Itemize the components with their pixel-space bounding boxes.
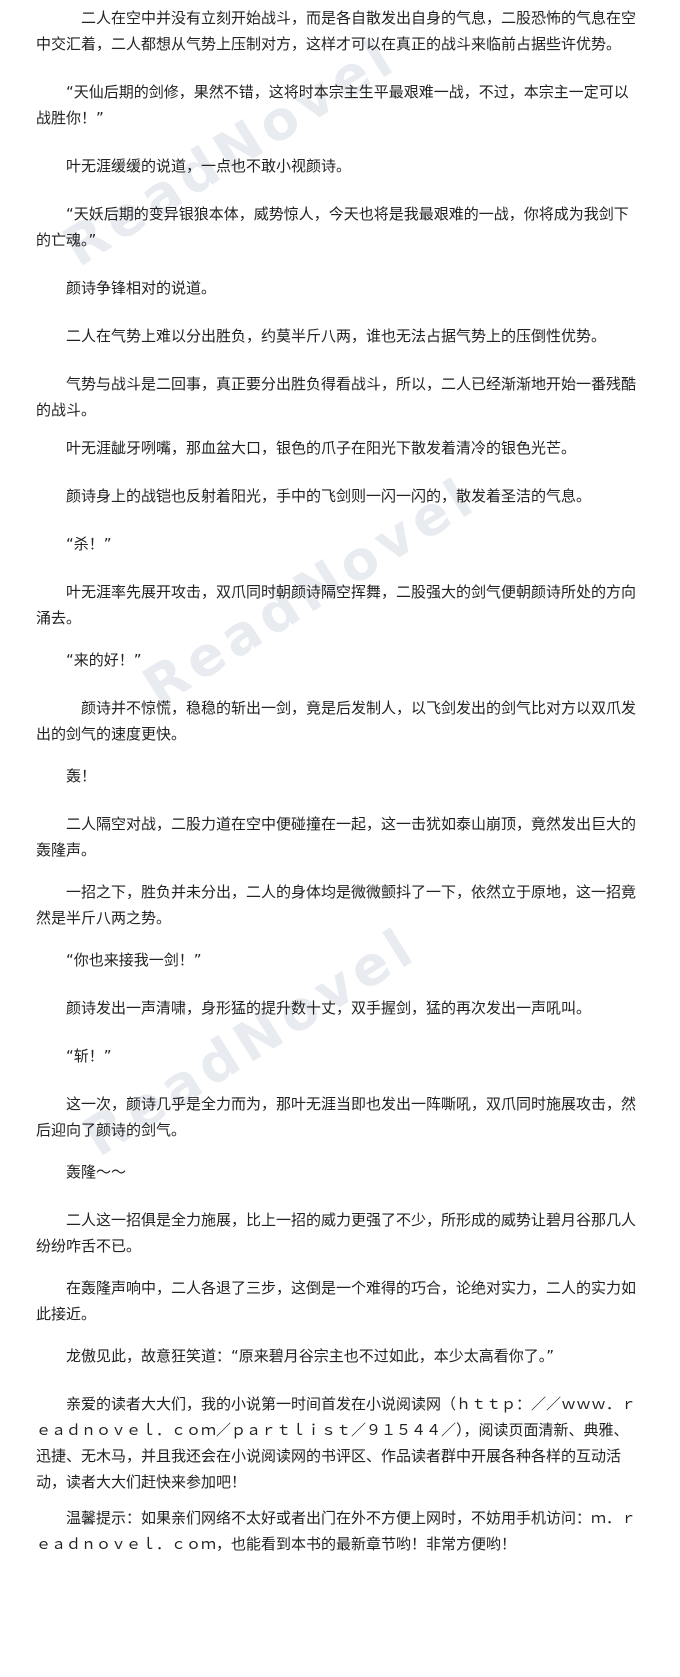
paragraph: “天仙后期的剑修，果然不错，这将时本宗主生平最艰难一战，不过，本宗主一定可以战胜…: [36, 83, 629, 127]
paragraph: 叶无涯缓缓的说道，一点也不敢小视颜诗。: [66, 157, 352, 175]
paragraph: 亲爱的读者大大们，我的小说第一时间首发在小说阅读网（ｈｔｔｐ：／／ｗｗｗ．ｒｅａ…: [36, 1395, 637, 1491]
paragraph: 这一次，颜诗几乎是全力而为，那叶无涯当即也发出一阵嘶吼，双爪同时施展攻击，然后迎…: [36, 1095, 637, 1139]
paragraph: 叶无涯龇牙咧嘴，那血盆大口，银色的爪子在阳光下散发着清冷的银色光芒。: [66, 439, 577, 457]
paragraph: 二人隔空对战，二股力道在空中便碰撞在一起，这一击犹如泰山崩顶，竟然发出巨大的轰隆…: [36, 815, 637, 859]
paragraph: “来的好！”: [66, 651, 142, 669]
paragraph: 在轰隆声响中，二人各退了三步，这倒是一个难得的巧合，论绝对实力，二人的实力如此接…: [36, 1279, 637, 1323]
paragraph: 温馨提示：如果亲们网络不太好或者出门在外不方便上网时，不妨用手机访问：ｍ．ｒｅａ…: [36, 1509, 637, 1553]
paragraph: “你也来接我一剑！”: [66, 951, 202, 969]
paragraph: 气势与战斗是二回事，真正要分出胜负得看战斗，所以，二人已经渐渐地开始一番残酷的战…: [36, 375, 637, 419]
paragraph: 颜诗争锋相对的说道。: [66, 279, 217, 297]
paragraph: 叶无涯率先展开攻击，双爪同时朝颜诗隔空挥舞，二股强大的剑气便朝颜诗所处的方向涌去…: [36, 583, 637, 627]
paragraph: 二人在空中并没有立刻开始战斗，而是各自散发出自身的气息，二股恐怖的气息在空中交汇…: [36, 9, 637, 53]
paragraph: 颜诗身上的战铠也反射着阳光，手中的飞剑则一闪一闪的，散发着圣洁的气息。: [66, 487, 592, 505]
paragraph: 轰！: [66, 767, 97, 785]
paragraph: 轰隆～～: [66, 1163, 127, 1181]
paragraph: “杀！”: [66, 535, 112, 553]
paragraph: 龙傲见此，故意狂笑道：“原来碧月谷宗主也不过如此，本少太高看你了。”: [66, 1347, 555, 1365]
paragraph: 一招之下，胜负并未分出，二人的身体均是微微颤抖了一下，依然立于原地，这一招竟然是…: [36, 883, 637, 927]
paragraph: “天妖后期的变异银狼本体，威势惊人，今天也将是我最艰难的一战，你将成为我剑下的亡…: [36, 205, 629, 249]
paragraph: 颜诗发出一声清啸，身形猛的提升数十丈，双手握剑，猛的再次发出一声吼叫。: [66, 999, 592, 1017]
paragraph: 颜诗并不惊慌，稳稳的斩出一剑，竟是后发制人，以飞剑发出的剑气比对方以双爪发出的剑…: [36, 699, 637, 743]
paragraph: 二人在气势上难以分出胜负，约莫半斤八两，谁也无法占据气势上的压倒性优势。: [66, 327, 607, 345]
paragraph: “斩！”: [66, 1047, 112, 1065]
paragraph: 二人这一招俱是全力施展，比上一招的威力更强了不少，所形成的威势让碧月谷那几人纷纷…: [36, 1211, 637, 1255]
